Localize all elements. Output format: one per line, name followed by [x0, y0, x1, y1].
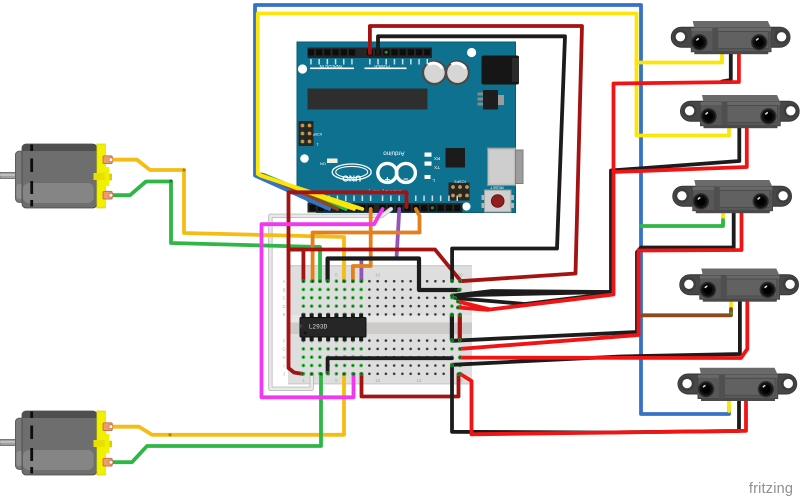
svg-text:D: D	[282, 304, 285, 309]
svg-text:1: 1	[302, 378, 305, 383]
svg-text:ANALOG IN: ANALOG IN	[320, 64, 343, 69]
svg-text:+: +	[385, 174, 390, 184]
svg-text:20: 20	[458, 273, 464, 278]
svg-text:ICSP: ICSP	[313, 132, 323, 137]
svg-text:−: −	[403, 174, 408, 184]
svg-text:RX: RX	[434, 156, 440, 161]
svg-text:G: G	[282, 347, 285, 352]
svg-text:UNO: UNO	[342, 174, 361, 184]
svg-text:10: 10	[375, 378, 381, 383]
svg-text:F: F	[283, 338, 286, 343]
svg-text:L: L	[432, 178, 435, 183]
svg-text:A: A	[283, 279, 286, 284]
svg-text:B: B	[283, 287, 286, 292]
svg-text:H: H	[282, 355, 285, 360]
svg-text:TX: TX	[434, 165, 440, 170]
svg-text:Arduino: Arduino	[383, 150, 405, 157]
svg-text:5: 5	[335, 273, 338, 278]
svg-text:ICSP2: ICSP2	[453, 180, 465, 185]
svg-text:L293D: L293D	[309, 324, 328, 331]
svg-text:5: 5	[335, 378, 338, 383]
svg-text:J: J	[283, 372, 285, 377]
svg-text:1: 1	[316, 142, 319, 147]
svg-text:10: 10	[375, 273, 381, 278]
svg-text:ON: ON	[320, 162, 326, 167]
svg-text:E: E	[283, 312, 286, 317]
svg-text:fritzing: fritzing	[749, 481, 793, 497]
svg-text:C: C	[282, 296, 285, 301]
svg-text:RESET: RESET	[490, 186, 504, 191]
svg-text:POWER: POWER	[374, 64, 390, 69]
svg-text:15: 15	[416, 378, 422, 383]
svg-text:I: I	[283, 363, 284, 368]
